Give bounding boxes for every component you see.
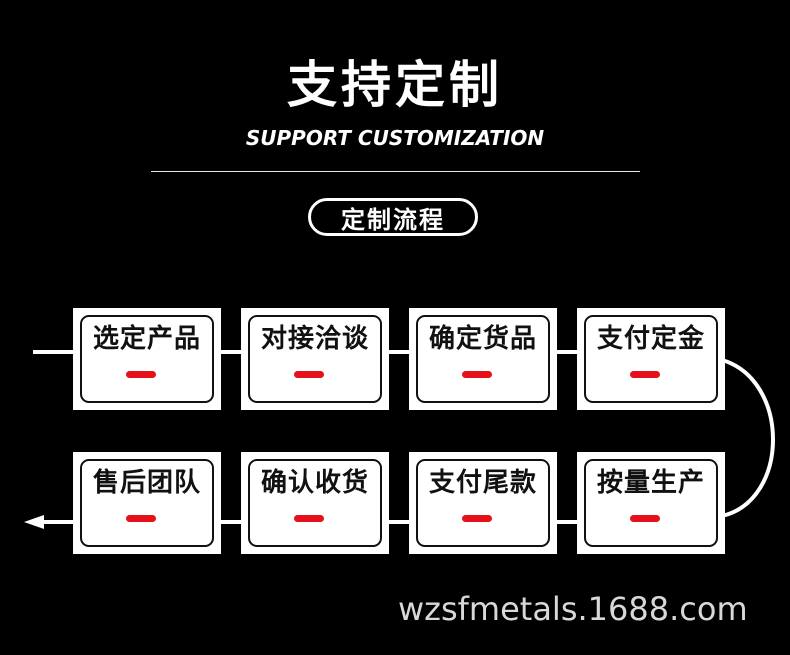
connector-line [33, 350, 73, 354]
red-dash-marker [294, 371, 324, 378]
step-label: 支付定金 [596, 324, 705, 354]
step-pay-deposit: 支付定金 [577, 308, 725, 410]
step-label: 确认收货 [260, 468, 369, 498]
step-frame [248, 459, 382, 547]
step-frame [584, 459, 718, 547]
step-frame [416, 315, 550, 403]
red-dash-marker [126, 371, 156, 378]
step-frame [416, 459, 550, 547]
connector-line [221, 350, 241, 354]
connector-line [389, 520, 409, 524]
step-confirm-receipt: 确认收货 [241, 452, 389, 554]
step-negotiation: 对接洽谈 [241, 308, 389, 410]
step-pay-balance: 支付尾款 [409, 452, 557, 554]
step-frame [80, 315, 214, 403]
watermark: wzsfmetals.1688.com [398, 590, 748, 628]
step-frame [248, 315, 382, 403]
step-production: 按量生产 [577, 452, 725, 554]
connector-line [221, 520, 241, 524]
red-dash-marker [630, 515, 660, 522]
red-dash-marker [126, 515, 156, 522]
red-dash-marker [462, 515, 492, 522]
divider [151, 171, 640, 172]
step-label: 按量生产 [596, 468, 705, 498]
connector-line [557, 520, 577, 524]
step-frame [584, 315, 718, 403]
step-label: 对接洽谈 [260, 324, 369, 354]
section-label-pill: 定制流程 [308, 198, 478, 236]
page-title: 支持定制 [287, 56, 503, 114]
step-label: 支付尾款 [428, 468, 537, 498]
step-select-product: 选定产品 [73, 308, 221, 410]
red-dash-marker [630, 371, 660, 378]
red-dash-marker [462, 371, 492, 378]
step-confirm-goods: 确定货品 [409, 308, 557, 410]
connector-line [389, 350, 409, 354]
page-subtitle: SUPPORT CUSTOMIZATION [245, 126, 545, 150]
step-after-sales: 售后团队 [73, 452, 221, 554]
connector-line [40, 520, 73, 524]
connector-line [557, 350, 577, 354]
step-label: 确定货品 [428, 324, 537, 354]
step-frame [80, 459, 214, 547]
red-dash-marker [294, 515, 324, 522]
return-arc [721, 358, 775, 518]
step-label: 选定产品 [92, 324, 201, 354]
arrow-left-icon [24, 515, 44, 529]
step-label: 售后团队 [92, 468, 201, 498]
